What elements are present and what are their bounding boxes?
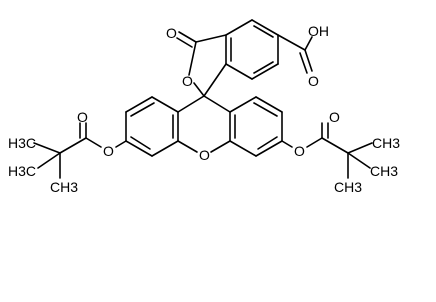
bond xyxy=(347,152,371,169)
left-methyl-label: H3C xyxy=(8,163,36,179)
bond xyxy=(193,82,205,97)
right-carbonyl-oxygen: O xyxy=(329,109,340,125)
left-ester-oxygen: O xyxy=(103,143,114,159)
bond xyxy=(115,140,127,148)
lactone-carbonyl-oxygen: O xyxy=(166,25,177,41)
bond xyxy=(130,136,151,150)
bond xyxy=(253,102,278,117)
bond xyxy=(253,61,274,74)
bond xyxy=(125,96,153,113)
bond xyxy=(347,142,373,154)
left-methyl-label: H3C xyxy=(8,135,36,151)
bond xyxy=(251,19,279,36)
carboxyl-oxygen: O xyxy=(308,73,319,89)
bond xyxy=(304,49,313,72)
bond xyxy=(225,19,253,36)
bond xyxy=(177,140,198,153)
bond xyxy=(257,136,278,150)
bond xyxy=(203,63,227,97)
bond xyxy=(85,137,102,148)
left-carbonyl-oxygen: O xyxy=(77,109,88,125)
bond xyxy=(281,140,293,148)
bond xyxy=(178,31,197,43)
right-ester-oxygen: O xyxy=(294,143,305,159)
bond xyxy=(177,95,205,113)
bond xyxy=(304,36,313,51)
bond xyxy=(253,25,274,38)
bond xyxy=(125,140,153,157)
bond xyxy=(195,34,227,43)
bonds xyxy=(33,19,373,179)
bond xyxy=(59,137,87,154)
right-methyl-label: CH3 xyxy=(370,163,398,179)
bond xyxy=(251,63,279,80)
bond xyxy=(277,34,306,51)
atom-labels: O O OH O O O O O O H3C H3C CH3 CH3 CH3 C… xyxy=(8,23,400,195)
bond xyxy=(255,96,283,113)
bond xyxy=(321,137,349,154)
bond xyxy=(151,96,179,113)
bond xyxy=(255,140,283,157)
carboxyl-hydroxyl: OH xyxy=(308,23,329,39)
bond xyxy=(188,41,197,76)
bond xyxy=(210,140,231,153)
bond xyxy=(37,152,61,169)
bond xyxy=(151,140,179,157)
bond xyxy=(299,52,308,74)
bond xyxy=(229,140,257,157)
left-methyl-label: CH3 xyxy=(50,179,78,195)
lactone-ring-oxygen: O xyxy=(182,73,193,89)
bond xyxy=(225,63,253,80)
xanthene-oxygen: O xyxy=(199,147,210,163)
right-methyl-label: CH3 xyxy=(372,135,400,151)
bond xyxy=(306,137,323,148)
bond xyxy=(176,37,193,48)
bond xyxy=(229,96,257,113)
right-methyl-label: CH3 xyxy=(334,179,362,195)
bond xyxy=(203,95,231,113)
bond xyxy=(130,102,155,117)
bond xyxy=(33,142,61,154)
